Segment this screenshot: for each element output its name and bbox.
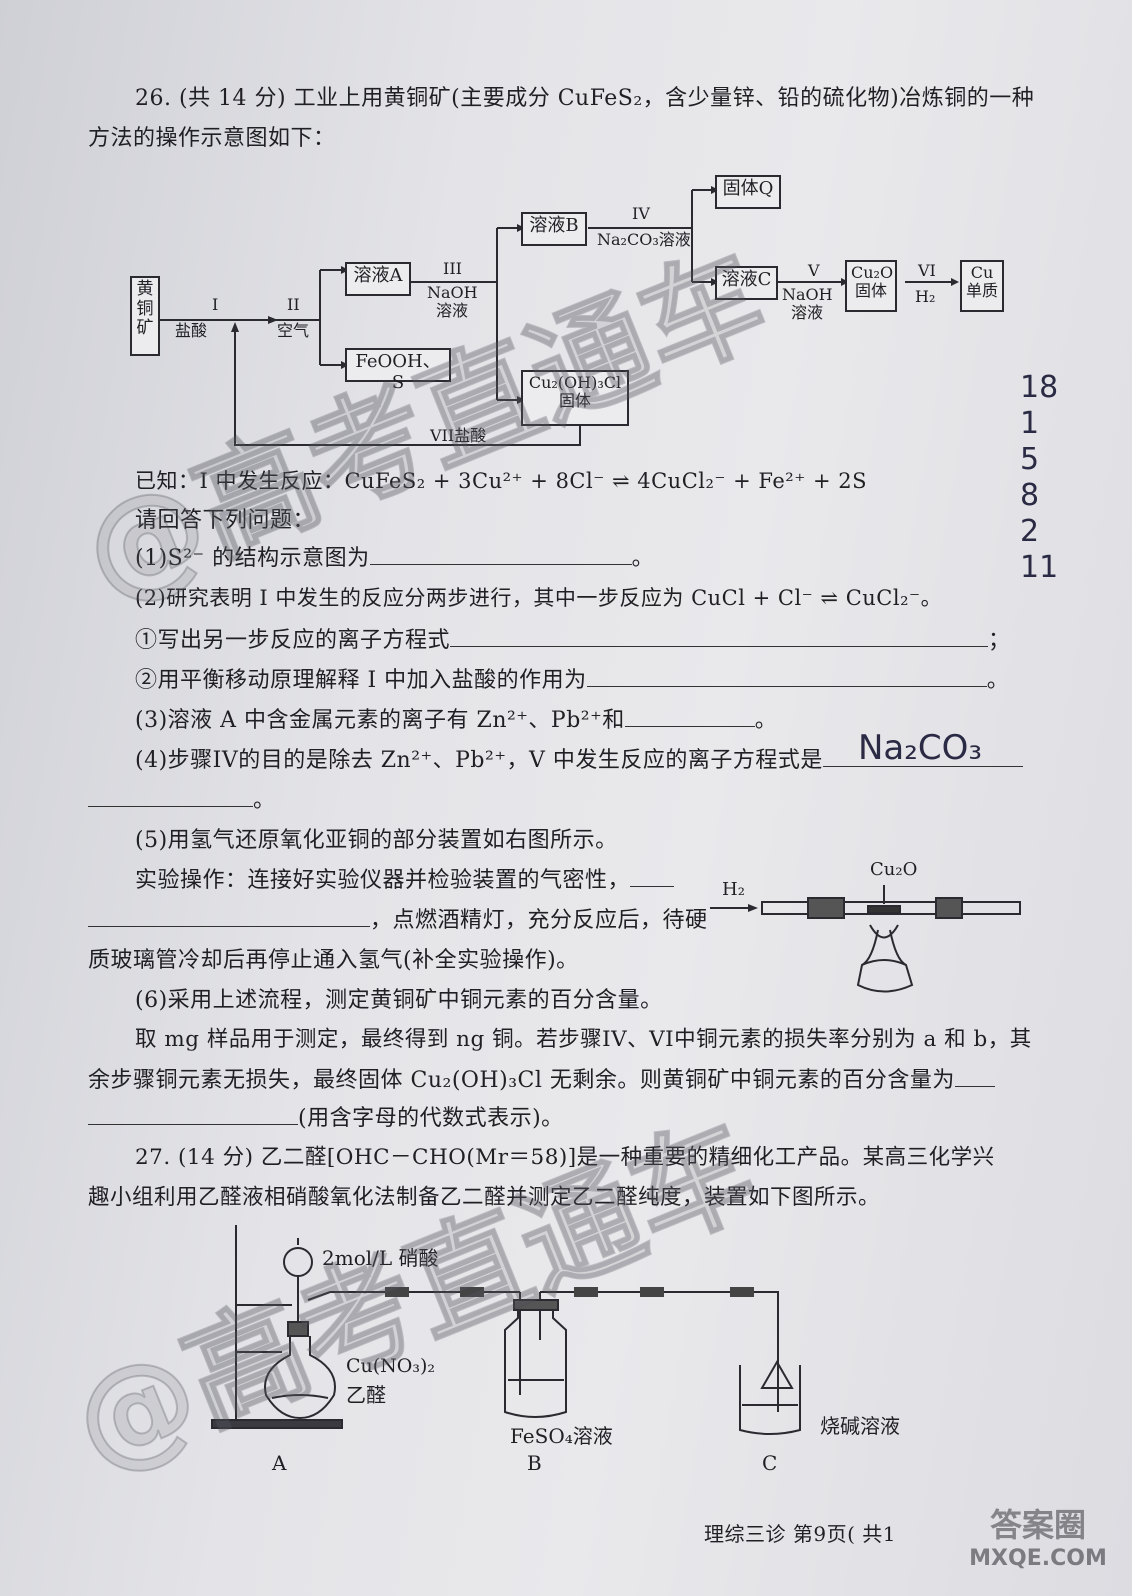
step4-label: IV	[632, 204, 650, 223]
step2-label: II	[287, 295, 300, 314]
q27-line1: 27. (14 分) 乙二醛[OHC－CHO(Mr＝58)]是一种重要的精细化工…	[135, 1145, 995, 1170]
part2-1: ①写出另一步反应的离子方程式；	[135, 626, 1011, 653]
part6-c: (用含字母的代数式表示)。	[88, 1100, 564, 1132]
solid-q-box: 固体Q	[715, 175, 781, 209]
feooh-box: FeOOH、S	[345, 348, 451, 393]
known-reaction: 已知：I 中发生反应：CuFeS₂ + 3Cu²⁺ + 8Cl⁻ ⇌ 4CuCl…	[135, 469, 867, 493]
step6-label: VI	[918, 261, 936, 280]
part3-text: (3)溶液 A 中含金属元素的离子有 Zn²⁺、Pb²⁺和	[135, 708, 625, 733]
apparatus-a-label: A	[272, 1451, 287, 1475]
cu2oh3cl-box: Cu₂(OH)₃Cl固体	[521, 370, 629, 426]
step6-reagent: H₂	[915, 287, 936, 306]
apparatus-b-label: B	[527, 1451, 542, 1475]
step7-label: VII盐酸	[430, 426, 487, 445]
part2-1-answer-blank[interactable]	[450, 626, 989, 647]
part5: (5)用氢气还原氧化亚铜的部分装置如右图所示。	[135, 828, 618, 853]
step2-reagent: 空气	[277, 321, 310, 340]
part6-a: 取 mg 样品用于测定，最终得到 ng 铜。若步骤IV、VI中铜元素的损失率分别…	[135, 1027, 1032, 1052]
part2-2-text: ②用平衡移动原理解释 I 中加入盐酸的作用为	[135, 668, 587, 693]
cu2o-box: Cu₂O固体	[845, 260, 897, 312]
q26-intro-line2: 方法的操作示意图如下：	[88, 126, 336, 151]
part5-b: ，点燃酒精灯，充分反应后，待硬	[88, 902, 708, 934]
nitric-acid-label: 2mol/L 硝酸	[322, 1246, 439, 1270]
part5-a: 实验操作：连接好实验仪器并检验装置的气密性，	[135, 862, 675, 894]
solution-c-box: 溶液C	[715, 266, 778, 300]
feso4-label: FeSO₄溶液	[510, 1424, 613, 1448]
corner-logo: 答案圈 MXQE.COM	[948, 1500, 1128, 1590]
part3: (3)溶液 A 中含金属元素的离子有 Zn²⁺、Pb²⁺和。	[135, 706, 778, 733]
solution-b-box: 溶液B	[521, 212, 587, 246]
part2-2: ②用平衡移动原理解释 I 中加入盐酸的作用为。	[135, 666, 1010, 693]
h2-label: H₂	[722, 879, 745, 900]
margin-handwriting: 18 1 5 8 2 11	[1020, 370, 1059, 585]
part5-c: 质玻璃管冷却后再停止通入氢气(补全实验操作)。	[88, 948, 579, 973]
q27-line2: 趣小组利用乙醛液相硝酸氧化法制备乙二醛并测定乙二醛纯度，装置如下图所示。	[88, 1185, 881, 1210]
part6-b: 余步骤铜元素无损失，最终固体 Cu₂(OH)₃Cl 无剩余。则黄铜矿中铜元素的百…	[88, 1062, 995, 1094]
part4-answer-blank-2[interactable]	[88, 786, 253, 807]
part2-1-text: ①写出另一步反应的离子方程式	[135, 628, 451, 653]
q26-intro-line1: 26. (共 14 分) 工业上用黄铜矿(主要成分 CuFeS₂，含少量锌、铅的…	[135, 86, 1035, 111]
step3-label: III	[443, 259, 462, 278]
prompt-text: 请回答下列问题：	[135, 508, 316, 533]
step5-label: V	[808, 261, 820, 280]
acetaldehyde-label: 乙醛	[346, 1383, 386, 1407]
part4-cont: 。	[88, 782, 276, 814]
part1-text: (1)S²⁻ 的结构示意图为	[135, 546, 370, 571]
naoh-label: 烧碱溶液	[820, 1414, 900, 1438]
apparatus-c-label: C	[762, 1451, 778, 1475]
page-footer: 理综三诊 第9页( 共1	[704, 1522, 896, 1546]
cu-element-box: Cu单质	[960, 260, 1004, 312]
part4: (4)步骤IV的目的是除去 Zn²⁺、Pb²⁺，V 中发生反应的离子方程式是	[135, 742, 1023, 774]
step1-label: I	[212, 295, 219, 314]
part5-a-text: 实验操作：连接好实验仪器并检验装置的气密性，	[135, 868, 631, 893]
step5-reagent: NaOH溶液	[782, 285, 833, 323]
part5-b-text: ，点燃酒精灯，充分反应后，待硬	[370, 908, 708, 933]
part6-b-text: 余步骤铜元素无损失，最终固体 Cu₂(OH)₃Cl 无剩余。则黄铜矿中铜元素的百…	[88, 1068, 955, 1093]
part5-answer-blank[interactable]	[630, 866, 675, 887]
part1: (1)S²⁻ 的结构示意图为。	[135, 544, 655, 571]
part6: (6)采用上述流程，测定黄铜矿中铜元素的百分含量。	[135, 988, 663, 1013]
part2: (2)研究表明 I 中发生的反应分两步进行，其中一步反应为 CuCl + Cl⁻…	[135, 586, 943, 610]
corner-logo-text: 答案圈	[989, 1506, 1086, 1544]
part6-answer-blank-2[interactable]	[88, 1104, 298, 1125]
step3-reagent: NaOH溶液	[427, 283, 478, 321]
part3-answer-blank[interactable]	[624, 706, 755, 727]
part4-text: (4)步骤IV的目的是除去 Zn²⁺、Pb²⁺，V 中发生反应的离子方程式是	[135, 748, 823, 773]
part1-answer-blank[interactable]	[369, 544, 632, 565]
part6-c-text: (用含字母的代数式表示)。	[298, 1106, 564, 1131]
part2-2-answer-blank[interactable]	[586, 666, 987, 687]
cu2o-label: Cu₂O	[870, 859, 918, 880]
handwritten-answer: Na₂CO₃	[858, 728, 983, 768]
part6-answer-blank[interactable]	[954, 1066, 995, 1087]
part4-answer-blank[interactable]	[822, 746, 1023, 767]
ore-box: 黄铜矿	[130, 276, 160, 356]
solution-a-box: 溶液A	[345, 262, 411, 296]
step4-reagent: Na₂CO₃溶液	[597, 230, 691, 249]
corner-logo-url: MXQE.COM	[969, 1546, 1107, 1571]
part5-answer-blank-2[interactable]	[88, 906, 370, 927]
step1-reagent: 盐酸	[175, 321, 208, 340]
cuno32-label: Cu(NO₃)₂	[346, 1355, 436, 1377]
